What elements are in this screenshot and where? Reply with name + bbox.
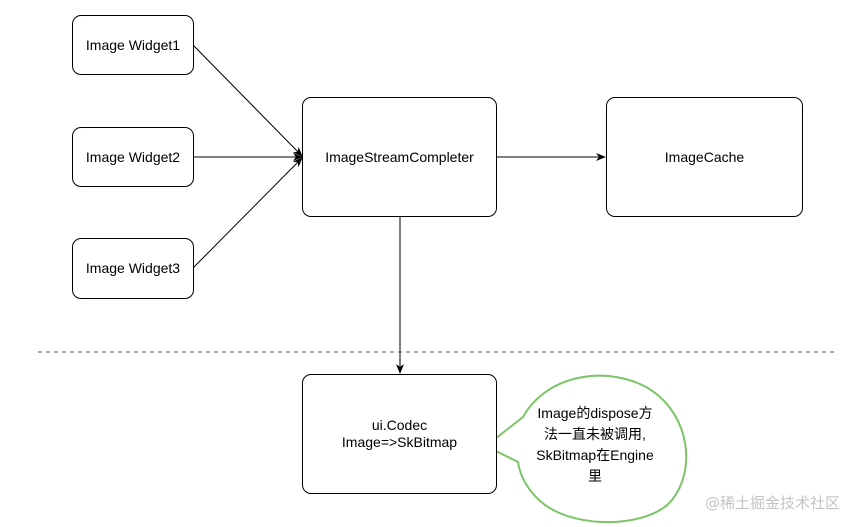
callout-bubble <box>485 374 688 524</box>
image-widget3-label: Image Widget3 <box>85 260 181 276</box>
image-cache-label: ImageCache <box>664 148 745 165</box>
ui-codec-box: ui.Codec Image=>SkBitmap <box>302 374 497 494</box>
callout-line-1: Image的dispose方 <box>537 405 653 421</box>
ui-codec-label: ui.Codec <box>371 417 428 433</box>
callout-line-3: SkBitmap在Engine <box>536 447 654 463</box>
callout-text: Image的dispose方 法一直未被调用, SkBitmap在Engine … <box>520 398 670 492</box>
image-widget2-box: Image Widget2 <box>72 127 194 187</box>
image-widget1-box: Image Widget1 <box>72 15 194 75</box>
image-to-skbitmap-label: Image=>SkBitmap <box>341 434 458 450</box>
image-cache-box: ImageCache <box>606 97 803 217</box>
watermark: @稀土掘金技术社区 <box>704 494 840 512</box>
image-widget3-box: Image Widget3 <box>72 238 194 299</box>
image-widget1-label: Image Widget1 <box>85 36 181 53</box>
arrow-widget3-to-completer <box>192 157 303 269</box>
image-widget2-label: Image Widget2 <box>85 148 181 165</box>
image-stream-completer-box: ImageStreamCompleter <box>302 97 497 217</box>
callout-line-4: 里 <box>588 468 602 484</box>
arrow-widget1-to-completer <box>192 44 303 157</box>
callout-line-2: 法一直未被调用, <box>544 426 646 442</box>
image-stream-completer-label: ImageStreamCompleter <box>325 148 474 165</box>
